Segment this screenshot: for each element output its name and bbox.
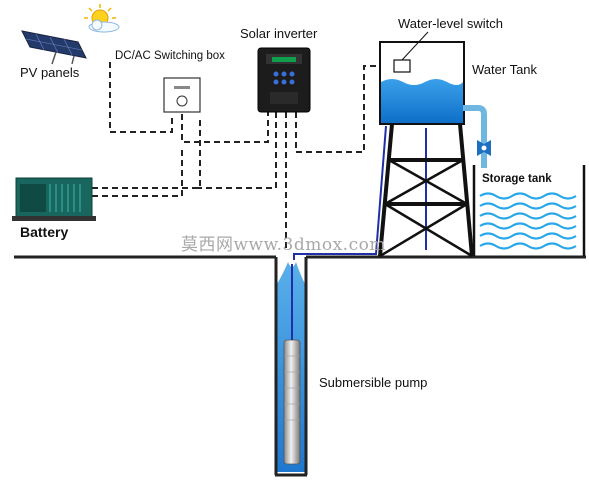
outlet-pipe: [463, 108, 491, 168]
solar-inverter-label: Solar inverter: [240, 27, 317, 40]
generator-icon: [12, 178, 96, 221]
water-level-switch-label: Water-level switch: [398, 17, 503, 30]
solar-panel-icon: [22, 31, 86, 64]
water-tank-label: Water Tank: [472, 63, 537, 76]
water-tank-icon: [380, 32, 464, 124]
submersible-pump-label: Submersible pump: [319, 376, 427, 389]
sun-behind-cloud-icon: [84, 4, 119, 32]
dashed-wiring: [92, 62, 392, 252]
switching-box-icon: [164, 78, 200, 112]
inverter-icon: [258, 48, 310, 112]
switching-box-label: DC/AC Switching box: [115, 51, 225, 63]
watermark-text: 莫西网www.3dmox.com: [181, 230, 386, 255]
pv-panels-label: PV panels: [20, 66, 79, 79]
battery-label: Battery: [20, 225, 68, 239]
storage-tank-label: Storage tank: [482, 174, 552, 186]
